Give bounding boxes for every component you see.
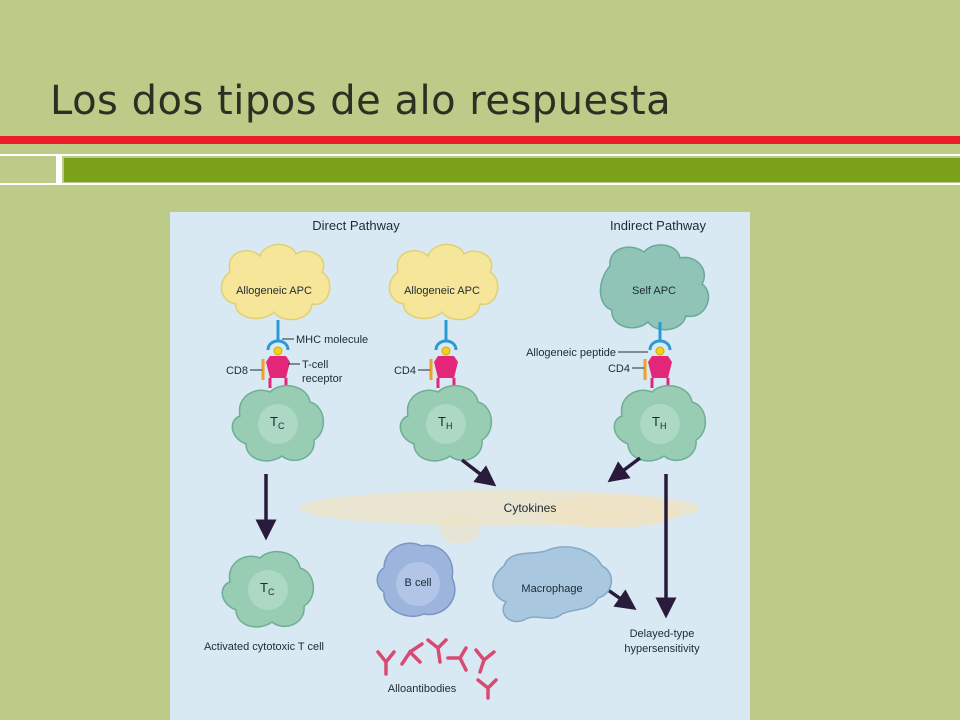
- dth-label-line1: Delayed-type: [630, 628, 695, 640]
- b-cell: B cell: [376, 542, 456, 617]
- allogeneic-peptide-label: Allogeneic peptide: [526, 347, 616, 359]
- receptor-complex-cd8: [261, 320, 290, 388]
- antibody-icon: [474, 648, 496, 674]
- th-main-label: T: [438, 414, 446, 429]
- pathway-arrows: [255, 456, 677, 619]
- divider-line-top: [0, 154, 960, 156]
- b-cell-label: B cell: [405, 577, 432, 589]
- th-subscript-label: H: [446, 421, 453, 431]
- receptor-complex-cd4-indirect: [643, 322, 672, 388]
- mhc-molecule-label: MHC molecule: [296, 334, 368, 346]
- activated-tc-cell: T C: [221, 550, 314, 628]
- divider-left-block: [0, 158, 56, 182]
- macrophage-label: Macrophage: [521, 583, 582, 595]
- th-subscript-label: H: [660, 421, 667, 431]
- th-cell-indirect: T H: [613, 384, 706, 462]
- allorecognition-diagram: Direct Pathway Indirect Pathway Cytokine…: [170, 212, 750, 720]
- self-apc-label: Self APC: [632, 285, 676, 297]
- antibody-icon: [376, 650, 396, 676]
- indirect-pathway-heading: Indirect Pathway: [610, 218, 707, 233]
- cd4-direct-label: CD4: [394, 365, 416, 377]
- cd8-label: CD8: [226, 365, 248, 377]
- direct-pathway-heading: Direct Pathway: [312, 218, 400, 233]
- macrophage: Macrophage: [492, 546, 612, 623]
- tc-subscript-label: C: [278, 421, 285, 431]
- activated-tc-label: Activated cytotoxic T cell: [204, 641, 324, 653]
- antibody-icon: [400, 642, 424, 666]
- tc-main-label: T: [270, 414, 278, 429]
- divider-separator: [56, 154, 62, 185]
- allogeneic-apc-label: Allogeneic APC: [236, 285, 312, 297]
- tc-main-label: T: [260, 580, 268, 595]
- arrow-th-indirect-to-cytokines: [607, 456, 642, 483]
- cytokine-cloud: [300, 490, 700, 544]
- antibody-icon: [476, 678, 498, 700]
- slide-title: Los dos tipos de alo respuesta: [50, 78, 672, 124]
- cytokines-label: Cytokines: [504, 501, 557, 515]
- alloantibodies: [376, 638, 498, 700]
- allogeneic-apc-direct-cd8: Allogeneic APC: [220, 243, 331, 321]
- arrow-th-to-cytokines: [460, 458, 497, 487]
- th-main-label: T: [652, 414, 660, 429]
- title-underline-red: [0, 136, 960, 144]
- diagram-canvas: Direct Pathway Indirect Pathway Cytokine…: [204, 218, 710, 700]
- allogeneic-apc-direct-cd4: Allogeneic APC: [388, 243, 499, 321]
- tcr-label-line1: T-cell: [302, 359, 328, 371]
- dth-label-line2: hypersensitivity: [624, 643, 700, 655]
- tc-subscript-label: C: [268, 587, 275, 597]
- th-cell-direct: T H: [399, 384, 492, 462]
- divider-bar-green: [64, 158, 960, 182]
- alloantibodies-label: Alloantibodies: [388, 683, 457, 695]
- tcr-label-line2: receptor: [302, 373, 343, 385]
- antibody-icon: [426, 638, 448, 664]
- tc-cell: T C: [231, 384, 324, 462]
- receptor-complex-cd4-direct: [429, 320, 458, 388]
- cd4-indirect-label: CD4: [608, 363, 630, 375]
- self-apc: Self APC: [599, 244, 710, 331]
- arrow-macrophage-to-dth: [606, 588, 637, 611]
- divider-line-bottom: [0, 183, 960, 185]
- receptor-leader-lines: [250, 338, 648, 371]
- allogeneic-apc-label: Allogeneic APC: [404, 285, 480, 297]
- antibody-icon: [446, 646, 468, 672]
